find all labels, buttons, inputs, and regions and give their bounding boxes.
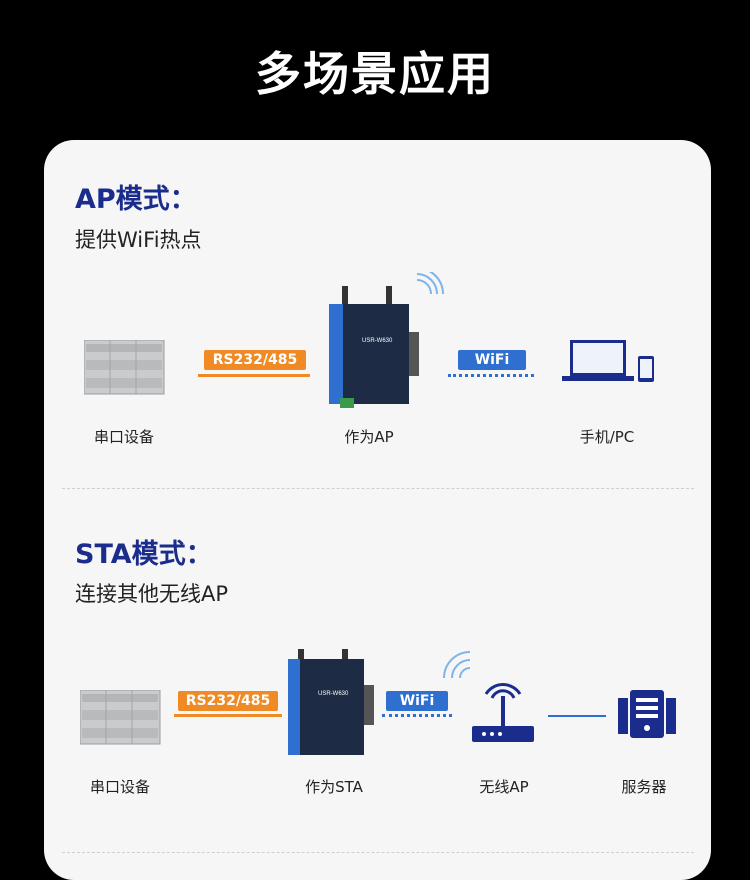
wireless-ap-icon	[443, 651, 534, 742]
sta-mode-subtitle: 连接其他无线AP	[75, 582, 229, 606]
ap-server-line	[548, 715, 606, 717]
ap-center-device-label: 作为AP	[344, 428, 394, 446]
ap-wifi-line	[448, 374, 534, 377]
ap-wifi-link-label: WiFi	[458, 350, 526, 370]
ap-mode-subtitle: 提供WiFi热点	[75, 228, 202, 252]
svg-text:USR-W630: USR-W630	[362, 338, 393, 344]
sta-left-device-label: 串口设备	[89, 778, 150, 796]
laptop-phone-icon	[562, 340, 654, 382]
sta-wifi-line	[382, 714, 452, 717]
sta-center-device-label: 作为STA	[305, 778, 363, 796]
page-title: 多场景应用	[255, 47, 495, 101]
ap-right-device-label: 手机/PC	[579, 428, 635, 446]
section-divider-bottom	[62, 852, 694, 853]
content-card: AP模式： 提供WiFi热点 RS232/485 USR-W630 WiFi 串…	[44, 140, 711, 880]
section-divider	[62, 488, 694, 489]
ap-rs232-line	[198, 374, 310, 377]
server-icon	[618, 690, 676, 738]
router-device-icon: USR-W630	[329, 272, 444, 408]
sta-rs232-link-label: RS232/485	[178, 691, 278, 711]
serial-device-icon	[84, 340, 165, 395]
sta-mode-title: STA模式：	[75, 539, 213, 570]
ap-rs232-link-label: RS232/485	[204, 350, 306, 370]
sta-server-device-label: 服务器	[621, 778, 667, 796]
router-device-icon: USR-W630	[288, 649, 374, 755]
sta-rs232-line	[174, 714, 282, 717]
sta-ap-device-label: 无线AP	[479, 778, 529, 796]
sta-wifi-link-label: WiFi	[386, 691, 448, 711]
ap-mode-title: AP模式：	[75, 184, 197, 215]
svg-text:USR-W630: USR-W630	[318, 691, 349, 697]
serial-device-icon	[80, 690, 161, 745]
ap-left-device-label: 串口设备	[93, 428, 154, 446]
